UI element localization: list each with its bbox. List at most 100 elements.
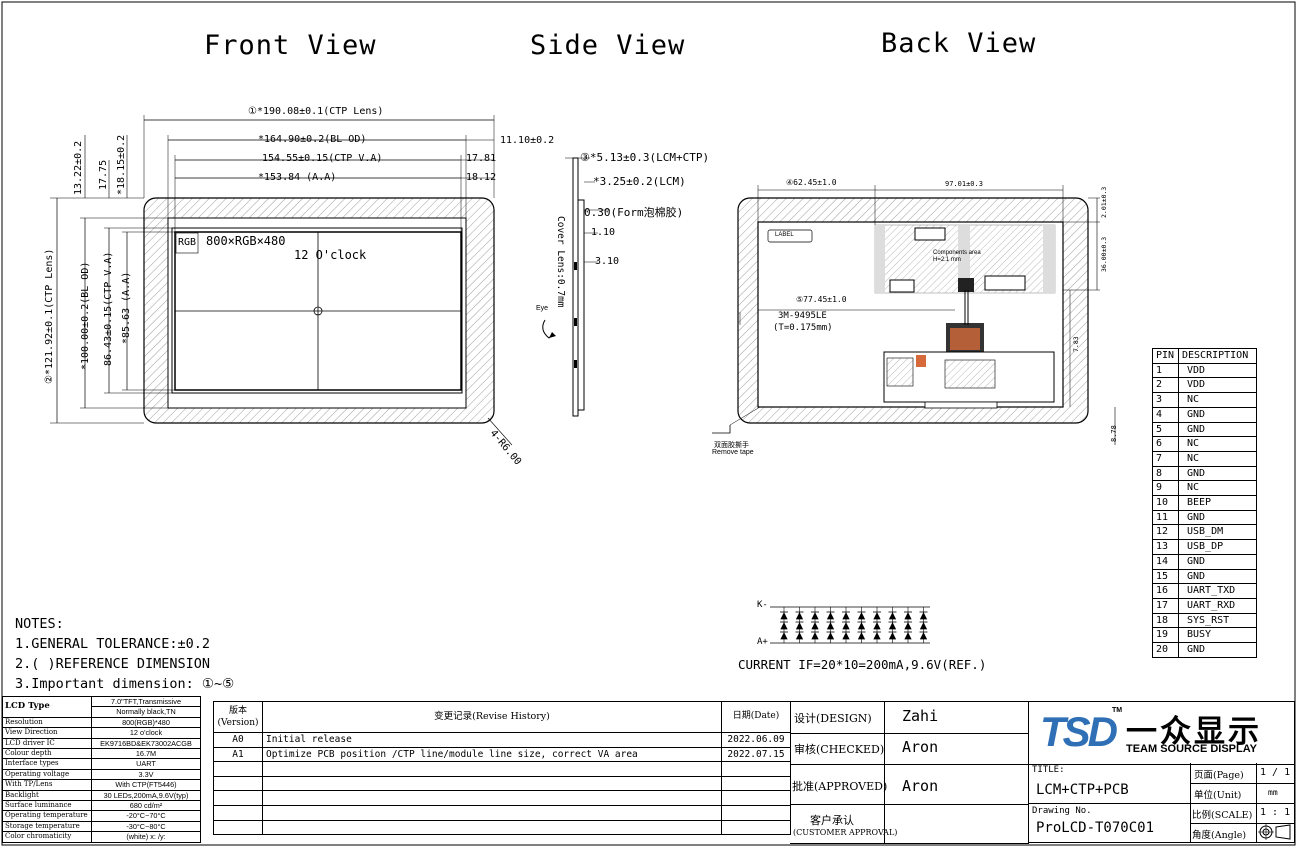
rev-header-date: 日期(Date): [721, 701, 791, 733]
pin-description: SYS_RST: [1178, 612, 1257, 629]
company-logo: TSD: [1040, 708, 1118, 755]
page-value: 1 / 1: [1260, 767, 1291, 778]
spec-key: Resolution: [2, 716, 92, 729]
rev-header-version: 版本 (Version): [213, 701, 263, 733]
revision-description: Optimize PCB position /CTP line/module l…: [262, 746, 722, 763]
approval-block: 设计(DESIGN) Zahi 审核(CHECKED) Aron 批准(APPR…: [790, 701, 1029, 844]
projection-symbol-icon: [1258, 824, 1291, 840]
revision-version: [213, 790, 263, 806]
approved-label: 批准(APPROVED): [792, 780, 888, 793]
pin-number: 3: [1152, 392, 1179, 408]
tape-type-label: 3M-9495LE: [778, 311, 827, 321]
title-block: TITLE: LCM+CTP+PCB Drawing No. ProLCD-T0…: [1028, 763, 1295, 843]
pin-description: UART_RXD: [1178, 597, 1257, 614]
scale-value: 1 : 1: [1260, 807, 1291, 818]
spec-key: Backlight: [2, 789, 92, 802]
led-anode-label: A+: [757, 637, 768, 647]
company-en-name: TEAM SOURCE DISPLAY: [1126, 743, 1258, 755]
revision-row: [213, 775, 791, 792]
back-label-text: LABEL: [775, 232, 794, 238]
dim-side-110: 1.10: [591, 227, 616, 238]
dim-back-r1: 2.01±0.3: [1100, 186, 1108, 218]
dim-side-310: 3.10: [595, 256, 620, 267]
revision-row: [213, 790, 791, 806]
pin-description: USB_DM: [1178, 524, 1257, 541]
spec-value: 12 o'clock: [91, 727, 201, 739]
pin-number: 20: [1152, 642, 1179, 658]
revision-date: 2022.07.15: [721, 746, 791, 763]
dim-height-aa: *85.63 (A.A): [121, 271, 132, 344]
revision-description: Initial release: [262, 732, 722, 748]
view-direction-label: 12 O'clock: [294, 248, 367, 262]
spec-key: Colour depth: [2, 748, 92, 760]
pin-number: 7: [1152, 450, 1179, 467]
dim-back-97: 97.01±0.3: [945, 180, 983, 188]
spec-key: Storage temperature: [2, 820, 92, 833]
pin-description: VDD: [1178, 377, 1257, 394]
rev-header-version-cn: 版本: [228, 706, 247, 716]
revision-version: [213, 775, 263, 792]
revision-date: [721, 761, 791, 777]
pin-number: 13: [1152, 539, 1179, 555]
pin-number: 18: [1152, 612, 1179, 629]
spec-value: 30 LEDs,200mA,9.6V(typ): [91, 789, 201, 802]
pin-description: GND: [1178, 406, 1257, 423]
revision-version: [213, 804, 263, 821]
spec-value: Normally black,TN: [91, 706, 201, 718]
revision-description: [262, 761, 722, 777]
dim-height-bl-od: *100.00±0.2(BL OD): [80, 261, 91, 370]
remove-tape-cn-label: 双面胶撕手: [714, 441, 749, 449]
design-name: Zahi: [902, 707, 939, 725]
revision-row: [213, 819, 791, 836]
rev-header-history: 变更记录(Revise History): [262, 701, 722, 733]
revision-description: [262, 775, 722, 792]
revision-date: [721, 819, 791, 836]
revision-row: [213, 761, 791, 777]
revision-description: [262, 819, 722, 836]
pin-number: 15: [1152, 568, 1179, 585]
dim-lcm-thickness: *3.25±0.2(LCM): [593, 175, 686, 188]
spec-value: 7.0"TFT,Transmissive: [91, 695, 201, 708]
dim-foam-thickness: 0.30(Form泡棉胶): [584, 206, 684, 219]
drawing-number-label: Drawing No.: [1032, 806, 1092, 816]
customer-approval-label-en: (CUSTOMER APPROVAL): [793, 828, 898, 837]
dim-total-thickness: ③*5.13±0.3(LCM+CTP): [580, 151, 710, 164]
title-label: TITLE:: [1032, 765, 1065, 775]
cover-lens-label: Cover Lens:0.7mm: [555, 216, 566, 308]
spec-value: 680 cd/m²: [91, 800, 201, 812]
dim-back-r2: 36.00±0.3: [1100, 236, 1108, 272]
pin-description: GND: [1178, 465, 1257, 482]
company-cn-name: 一众显示: [1126, 714, 1262, 750]
pin-description: NC: [1178, 480, 1257, 497]
revision-version: [213, 819, 263, 836]
pin-number: 4: [1152, 406, 1179, 423]
side-view-title: Side View: [530, 30, 686, 61]
revision-table: 版本 (Version) 变更记录(Revise History) 日期(Dat…: [213, 701, 791, 836]
pin-description: UART_TXD: [1178, 583, 1257, 599]
spec-value: 800(RGB)*480: [91, 716, 201, 729]
components-height-label: H=2.1 mm: [933, 257, 961, 263]
pin-header-description: DESCRIPTION: [1178, 348, 1257, 364]
pin-description: GND: [1178, 642, 1257, 658]
notes-title: NOTES:: [15, 616, 64, 632]
dim-right-1: 11.10±0.2: [500, 135, 555, 146]
dim-bl-od-width: *164.90±0.2(BL OD): [258, 134, 367, 145]
